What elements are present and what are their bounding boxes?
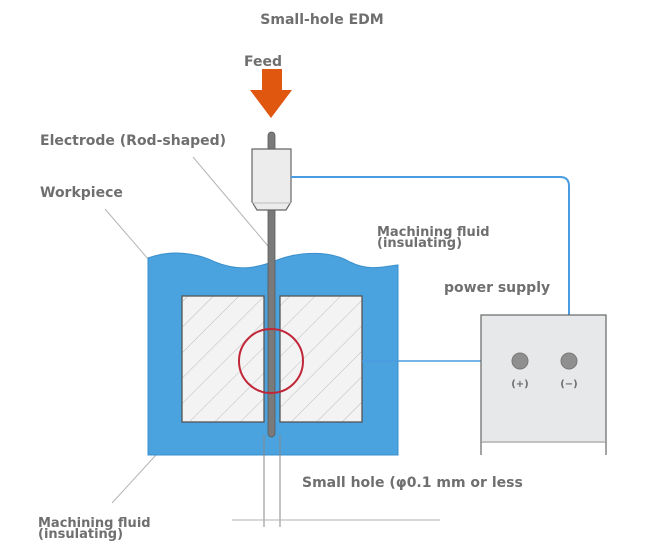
small-hole-label: Small hole (φ0.1 mm or less — [302, 475, 523, 491]
feed-label: Feed — [244, 54, 282, 70]
fluid-bottom-label-line2: (insulating) — [38, 527, 123, 542]
workpiece-left — [181, 295, 265, 423]
power-supply-label: power supply — [444, 280, 550, 296]
wire-electrode-to-minus — [291, 176, 570, 355]
feed-arrow-icon — [250, 69, 292, 118]
electrode-leader-line — [192, 156, 269, 247]
fluid-top-label-line1: Machining fluid — [377, 225, 490, 240]
electrode-holder — [251, 148, 292, 211]
power-supply-box — [480, 314, 607, 443]
workpiece-label: Workpiece — [40, 185, 123, 201]
plus-terminal-label: (+) — [511, 379, 529, 390]
minus-terminal — [560, 352, 578, 370]
minus-terminal-label: (−) — [560, 379, 578, 390]
fluid-bottom-leader-line — [111, 454, 157, 504]
discharge-zone-circle — [238, 328, 304, 394]
plus-terminal — [511, 352, 529, 370]
workpiece-right — [279, 295, 363, 423]
electrode-label: Electrode (Rod-shaped) — [40, 133, 226, 149]
fluid-bottom-label-line1: Machining fluid — [38, 516, 151, 531]
diagram-title: Small-hole EDM — [260, 12, 383, 28]
fluid-top-label-line2: (insulating) — [377, 236, 462, 251]
